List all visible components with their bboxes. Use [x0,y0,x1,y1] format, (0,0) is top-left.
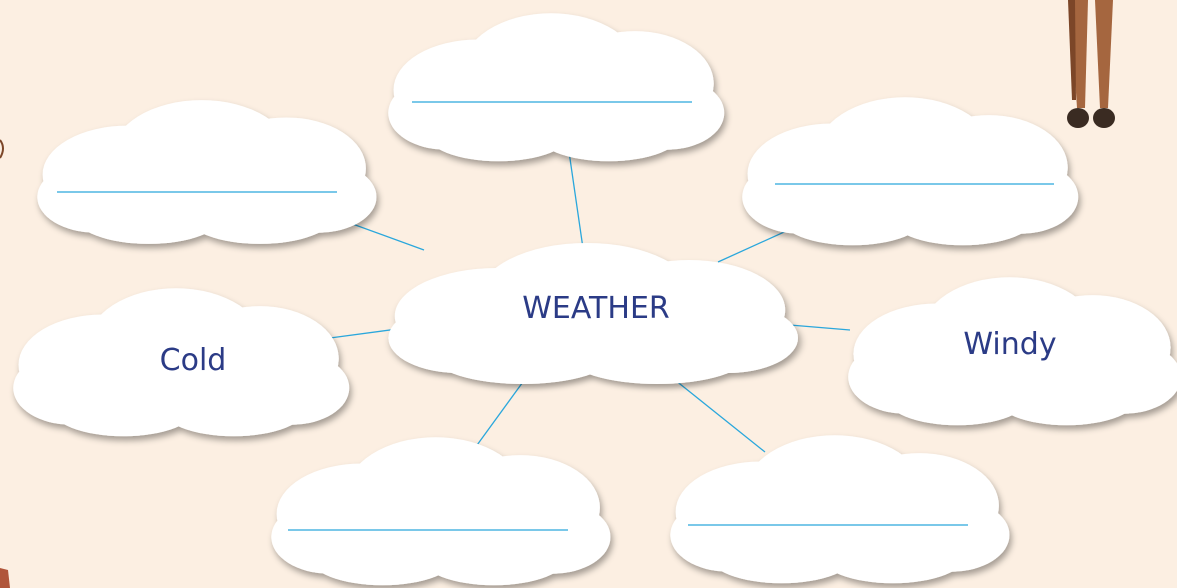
connector-bottom-left [472,375,528,452]
cloud-bottom-right [670,435,1009,583]
left-edge-decoration [0,140,10,588]
cloud-label-middle-right: Windy [963,327,1056,362]
connector-bottom-right [665,372,765,452]
center-label: WEATHER [522,291,670,326]
cloud-top-center [388,13,724,161]
connector-middle-right [790,325,850,330]
cloud-label-middle-left: Cold [160,343,227,378]
cloud-bottom-left [271,437,610,585]
figure-legs-illustration [1067,0,1115,128]
cloud-top-left [37,100,376,244]
cloud-top-right [742,97,1078,245]
